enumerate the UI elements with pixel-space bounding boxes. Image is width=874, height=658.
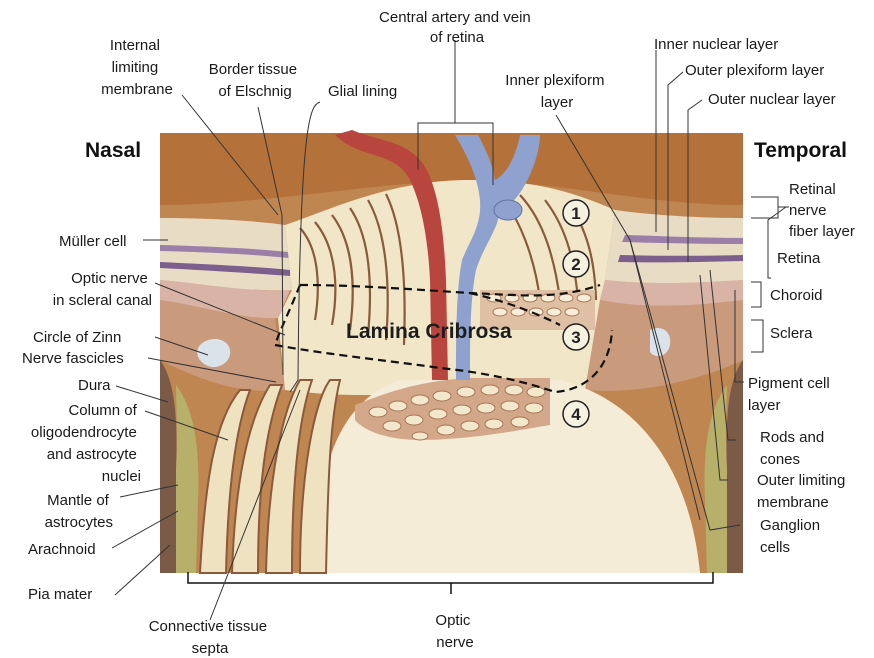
label-central-artery-vein: Central artery and vein of retina (379, 9, 535, 46)
label-inner-plexiform-layer: Inner plexiform layer (505, 72, 608, 111)
label-retina: Retina (777, 250, 821, 267)
label-circle-of-zinn: Circle of Zinn (33, 329, 121, 346)
label-border-tissue: Border tissue of Elschnig (209, 61, 302, 100)
label-nerve-fascicles: Nerve fascicles (22, 350, 124, 367)
choroid-right (600, 280, 743, 306)
label-pia-mater: Pia mater (28, 586, 92, 603)
retina-purple-band-right-2 (618, 255, 743, 262)
label-optic-nerve-scleral: Optic nerve in scleral canal (53, 270, 152, 309)
label-glial-lining: Glial lining (328, 83, 397, 100)
region-number-1: 1 (571, 204, 580, 223)
optic-nerve-bracket (188, 572, 713, 594)
region-number-4: 4 (571, 405, 581, 424)
label-choroid: Choroid (770, 287, 823, 304)
label-rods-and-cones: Rods and cones (760, 429, 828, 468)
label-arachnoid: Arachnoid (28, 541, 96, 558)
label-retinal-nerve-fiber-layer: Retinal nerve fiber layer (789, 181, 855, 240)
vein-branch-cross-section (494, 200, 522, 220)
label-sclera: Sclera (770, 325, 813, 342)
label-optic-nerve: Optic nerve (435, 612, 474, 651)
region-number-2: 2 (571, 255, 580, 274)
retina-layers-right (605, 210, 743, 283)
label-inner-nuclear-layer: Inner nuclear layer (654, 36, 778, 53)
label-outer-nuclear-layer: Outer nuclear layer (708, 91, 836, 108)
label-muller-cell: Müller cell (59, 233, 127, 250)
label-dura: Dura (78, 377, 111, 394)
label-pigment-cell-layer: Pigment cell layer (748, 375, 834, 414)
region-number-3: 3 (571, 328, 580, 347)
nasal-label: Nasal (85, 139, 141, 162)
label-connective-tissue-septa: Connective tissue septa (149, 618, 272, 657)
label-mantle-astrocytes: Mantle of astrocytes (45, 492, 113, 531)
label-column-oligodendrocyte: Column of oligodendrocyte and astrocyte … (31, 402, 141, 485)
label-outer-plexiform-layer: Outer plexiform layer (685, 62, 824, 79)
label-outer-limiting-membrane: Outer limiting membrane (757, 472, 850, 511)
label-ganglion-cells: Ganglion cells (760, 517, 824, 556)
label-internal-limiting-membrane: Internal limiting membrane (101, 37, 173, 98)
temporal-label: Temporal (754, 139, 847, 162)
lamina-cribrosa-label: Lamina Cribrosa (346, 320, 512, 343)
